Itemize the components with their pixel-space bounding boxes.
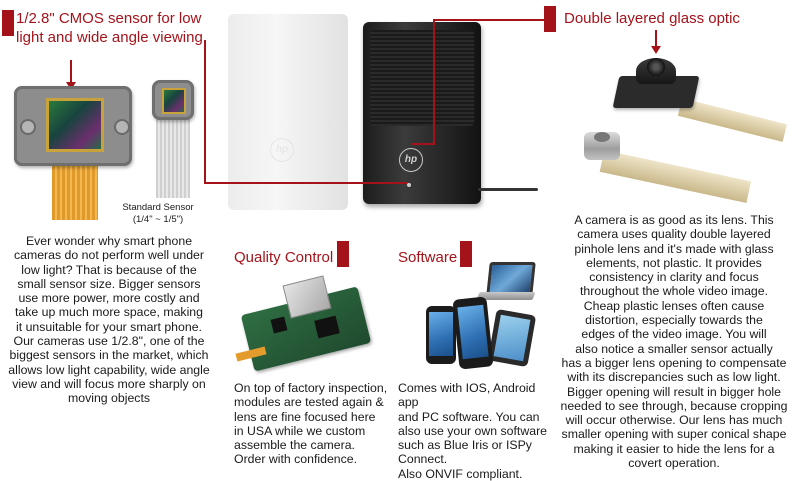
optic-connector-line-end [412, 143, 435, 145]
software-callout-marker [460, 241, 472, 267]
sensor-description: Ever wonder why smart phone cameras do n… [8, 234, 210, 406]
sensor-callout-marker [2, 10, 14, 36]
standard-sensor-caption: Standard Sensor (1/4" ~ 1/5") [122, 202, 194, 225]
optic-connector-line-vertical [433, 19, 435, 145]
hp-logo-icon: hp [270, 138, 294, 162]
optic-pointer-line [655, 30, 657, 46]
hp-logo-icon: hp [399, 148, 423, 172]
optic-callout-marker [544, 6, 556, 32]
software-callout-title: Software [398, 249, 458, 266]
quality-description: On top of factory inspection, modules ar… [234, 381, 388, 467]
quality-callout-marker [337, 241, 349, 267]
sensor-callout-title: 1/2.8" CMOS sensor for low light and wid… [16, 10, 207, 46]
sensor-connector-line-horizontal [204, 182, 407, 184]
optic-pointer-arrow-icon [651, 46, 661, 54]
optic-callout-title: Double layered glass optic [564, 10, 740, 27]
software-description: Comes with IOS, Android app and PC softw… [398, 381, 548, 481]
optic-description: A camera is as good as its lens. This ca… [560, 213, 788, 471]
sensor-pointer-line [70, 60, 72, 82]
optic-connector-line [433, 19, 544, 21]
sensor-connector-line [204, 40, 206, 184]
quality-callout-title: Quality Control [234, 249, 334, 266]
